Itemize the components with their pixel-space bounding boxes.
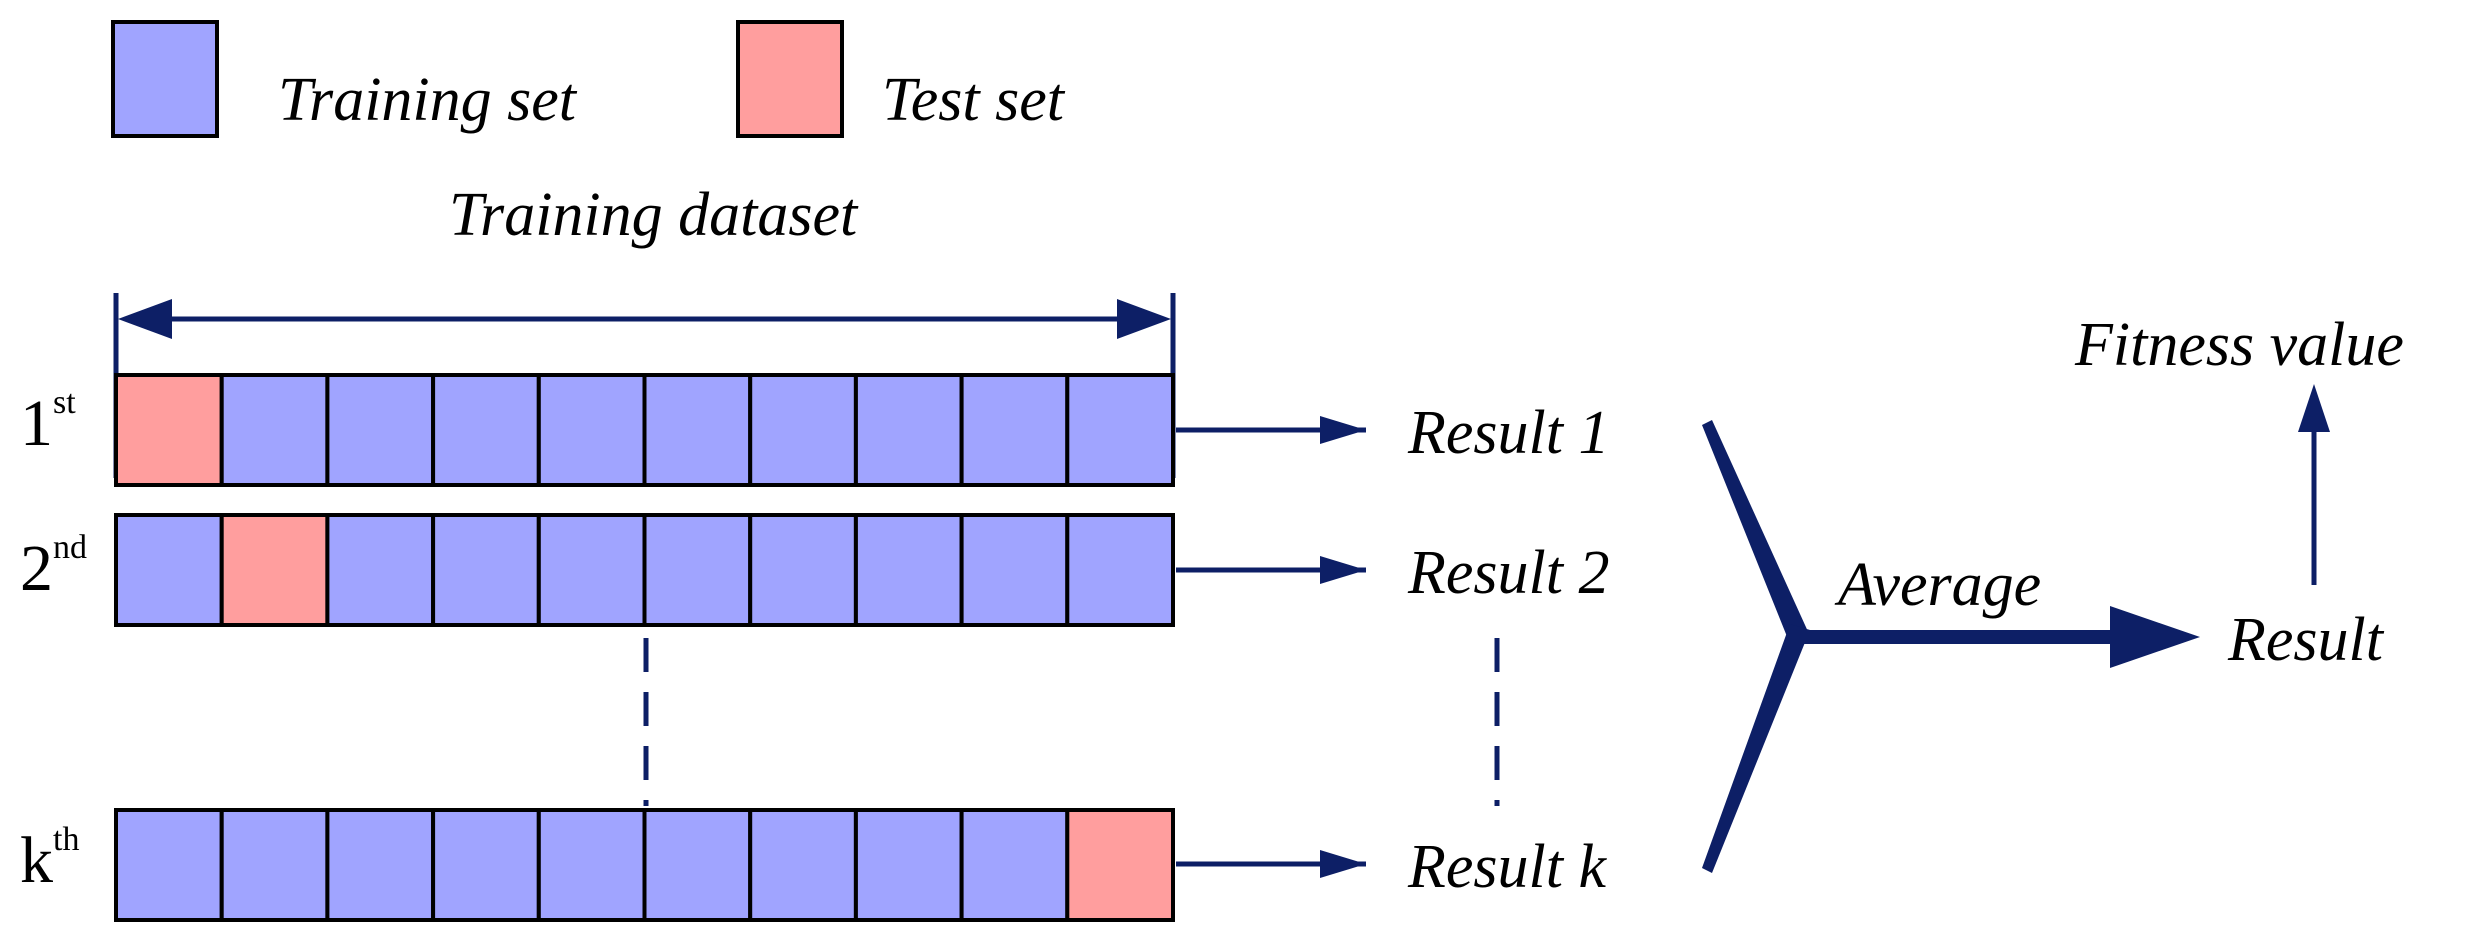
training-fold-cell — [959, 513, 1070, 627]
training-fold-cell — [853, 808, 964, 922]
result-label-1: Result 1 — [1407, 399, 1609, 467]
result-arrow-2-head — [1320, 556, 1366, 584]
fold-label-sup: st — [53, 384, 76, 421]
training-fold-cell — [325, 513, 436, 627]
fold-label-sup: nd — [53, 529, 87, 566]
training-fold-cell — [853, 373, 964, 487]
fold-row-1: 1st Result 1 — [20, 373, 1609, 487]
average-arrow-head — [2110, 606, 2200, 668]
training-fold-cell — [219, 373, 330, 487]
training-fold-cell — [748, 373, 858, 487]
training-fold-cell — [959, 373, 1070, 487]
training-fold-cell — [642, 373, 753, 487]
legend: Training set Test set — [111, 20, 1066, 138]
training-fold-cell — [219, 808, 330, 922]
result-arrow-k-head — [1320, 850, 1366, 878]
fitness-value-label: Fitness value — [2074, 311, 2404, 379]
test-fold-cell — [114, 373, 224, 487]
fold-label-kth: kth — [20, 821, 79, 897]
training-fold-cell — [642, 513, 753, 627]
fold-label-base: 1 — [20, 387, 53, 460]
training-fold-cell — [748, 808, 858, 922]
fold-label-base: k — [20, 824, 53, 897]
merge-branch-bottom — [1702, 624, 1810, 873]
fold-label-sup: th — [53, 821, 79, 858]
training-fold-cell — [325, 808, 436, 922]
training-fold-cell — [325, 373, 436, 487]
legend-test-swatch — [736, 20, 844, 138]
training-fold-cell — [114, 513, 224, 627]
training-fold-cell — [431, 513, 541, 627]
training-fold-cell — [1065, 513, 1176, 627]
merge-branch-top — [1702, 420, 1810, 644]
average-label: Average — [1834, 551, 2041, 619]
fold-label-1st: 1st — [20, 384, 76, 460]
training-fold-cell — [748, 513, 858, 627]
fold-label-2nd: 2nd — [20, 529, 87, 605]
training-fold-cell — [536, 808, 647, 922]
average-merge: Average — [1702, 420, 2200, 873]
training-fold-cell — [114, 808, 224, 922]
fold-label-base: 2 — [20, 532, 53, 605]
training-fold-cell — [853, 513, 964, 627]
legend-training-swatch — [111, 20, 219, 138]
result-label-2: Result 2 — [1407, 539, 1609, 607]
training-fold-cell — [536, 373, 647, 487]
dataset-label: Training dataset — [449, 181, 859, 249]
fold-row-2-cells — [114, 513, 1176, 627]
training-fold-cell — [959, 808, 1070, 922]
training-fold-cell — [642, 808, 753, 922]
fold-row-k-cells — [114, 808, 1176, 922]
test-fold-cell — [219, 513, 330, 627]
fold-row-1-cells — [114, 373, 1176, 487]
result-label-k: Result k — [1407, 833, 1607, 901]
test-fold-cell — [1065, 808, 1176, 922]
training-fold-cell — [431, 808, 541, 922]
legend-training-label: Training set — [278, 66, 578, 134]
fitness-arrow — [2298, 384, 2330, 585]
training-fold-cell — [431, 373, 541, 487]
training-fold-cell — [1065, 373, 1176, 487]
fold-row-k: kth Result k — [20, 808, 1607, 922]
training-fold-cell — [536, 513, 647, 627]
result-arrow-1-head — [1320, 416, 1366, 444]
final-result-label: Result — [2227, 606, 2385, 674]
legend-test-label: Test set — [882, 66, 1066, 134]
fold-row-2: 2nd Result 2 — [20, 513, 1609, 627]
